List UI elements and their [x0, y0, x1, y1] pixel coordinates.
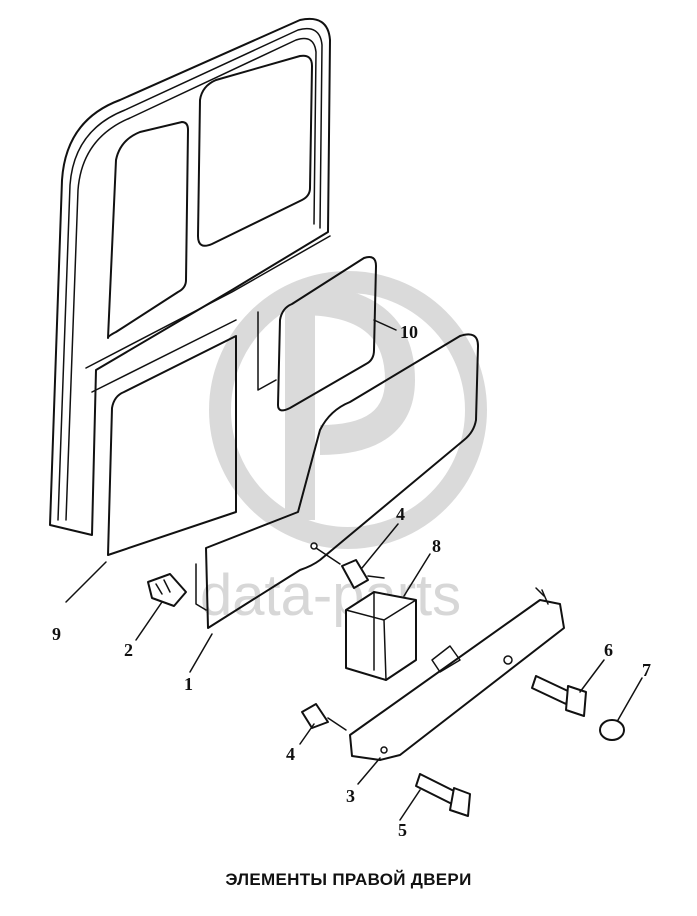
diagram-caption: ЭЛЕМЕНТЫ ПРАВОЙ ДВЕРИ [225, 870, 472, 889]
callout-6: 6 [604, 640, 613, 660]
clip-part-4-upper [310, 542, 385, 589]
door-frame-part-9 [49, 18, 331, 556]
callout-10: 10 [400, 322, 418, 342]
callout-4a: 4 [396, 504, 405, 524]
cap-part-7 [599, 719, 625, 741]
callout-labels: 9 2 1 4 8 10 4 3 5 6 7 [52, 322, 651, 840]
trim-panel-part-1 [195, 333, 479, 629]
panel-part-10 [257, 256, 377, 412]
callout-4b: 4 [286, 744, 295, 764]
bolt-part-6 [531, 675, 587, 717]
bracket-part-3 [349, 587, 565, 761]
clip-part-2 [147, 573, 187, 607]
callout-7: 7 [642, 660, 651, 680]
block-part-8 [345, 591, 417, 681]
callout-3: 3 [346, 786, 355, 806]
callout-9: 9 [52, 624, 61, 644]
callout-2: 2 [124, 640, 133, 660]
clip-part-4-lower [301, 703, 347, 731]
callout-8: 8 [432, 536, 441, 556]
callout-leaders [65, 319, 643, 821]
callout-5: 5 [398, 820, 407, 840]
watermark-text: data-parts [200, 563, 461, 628]
bolt-part-5 [415, 773, 471, 817]
callout-1: 1 [184, 674, 193, 694]
